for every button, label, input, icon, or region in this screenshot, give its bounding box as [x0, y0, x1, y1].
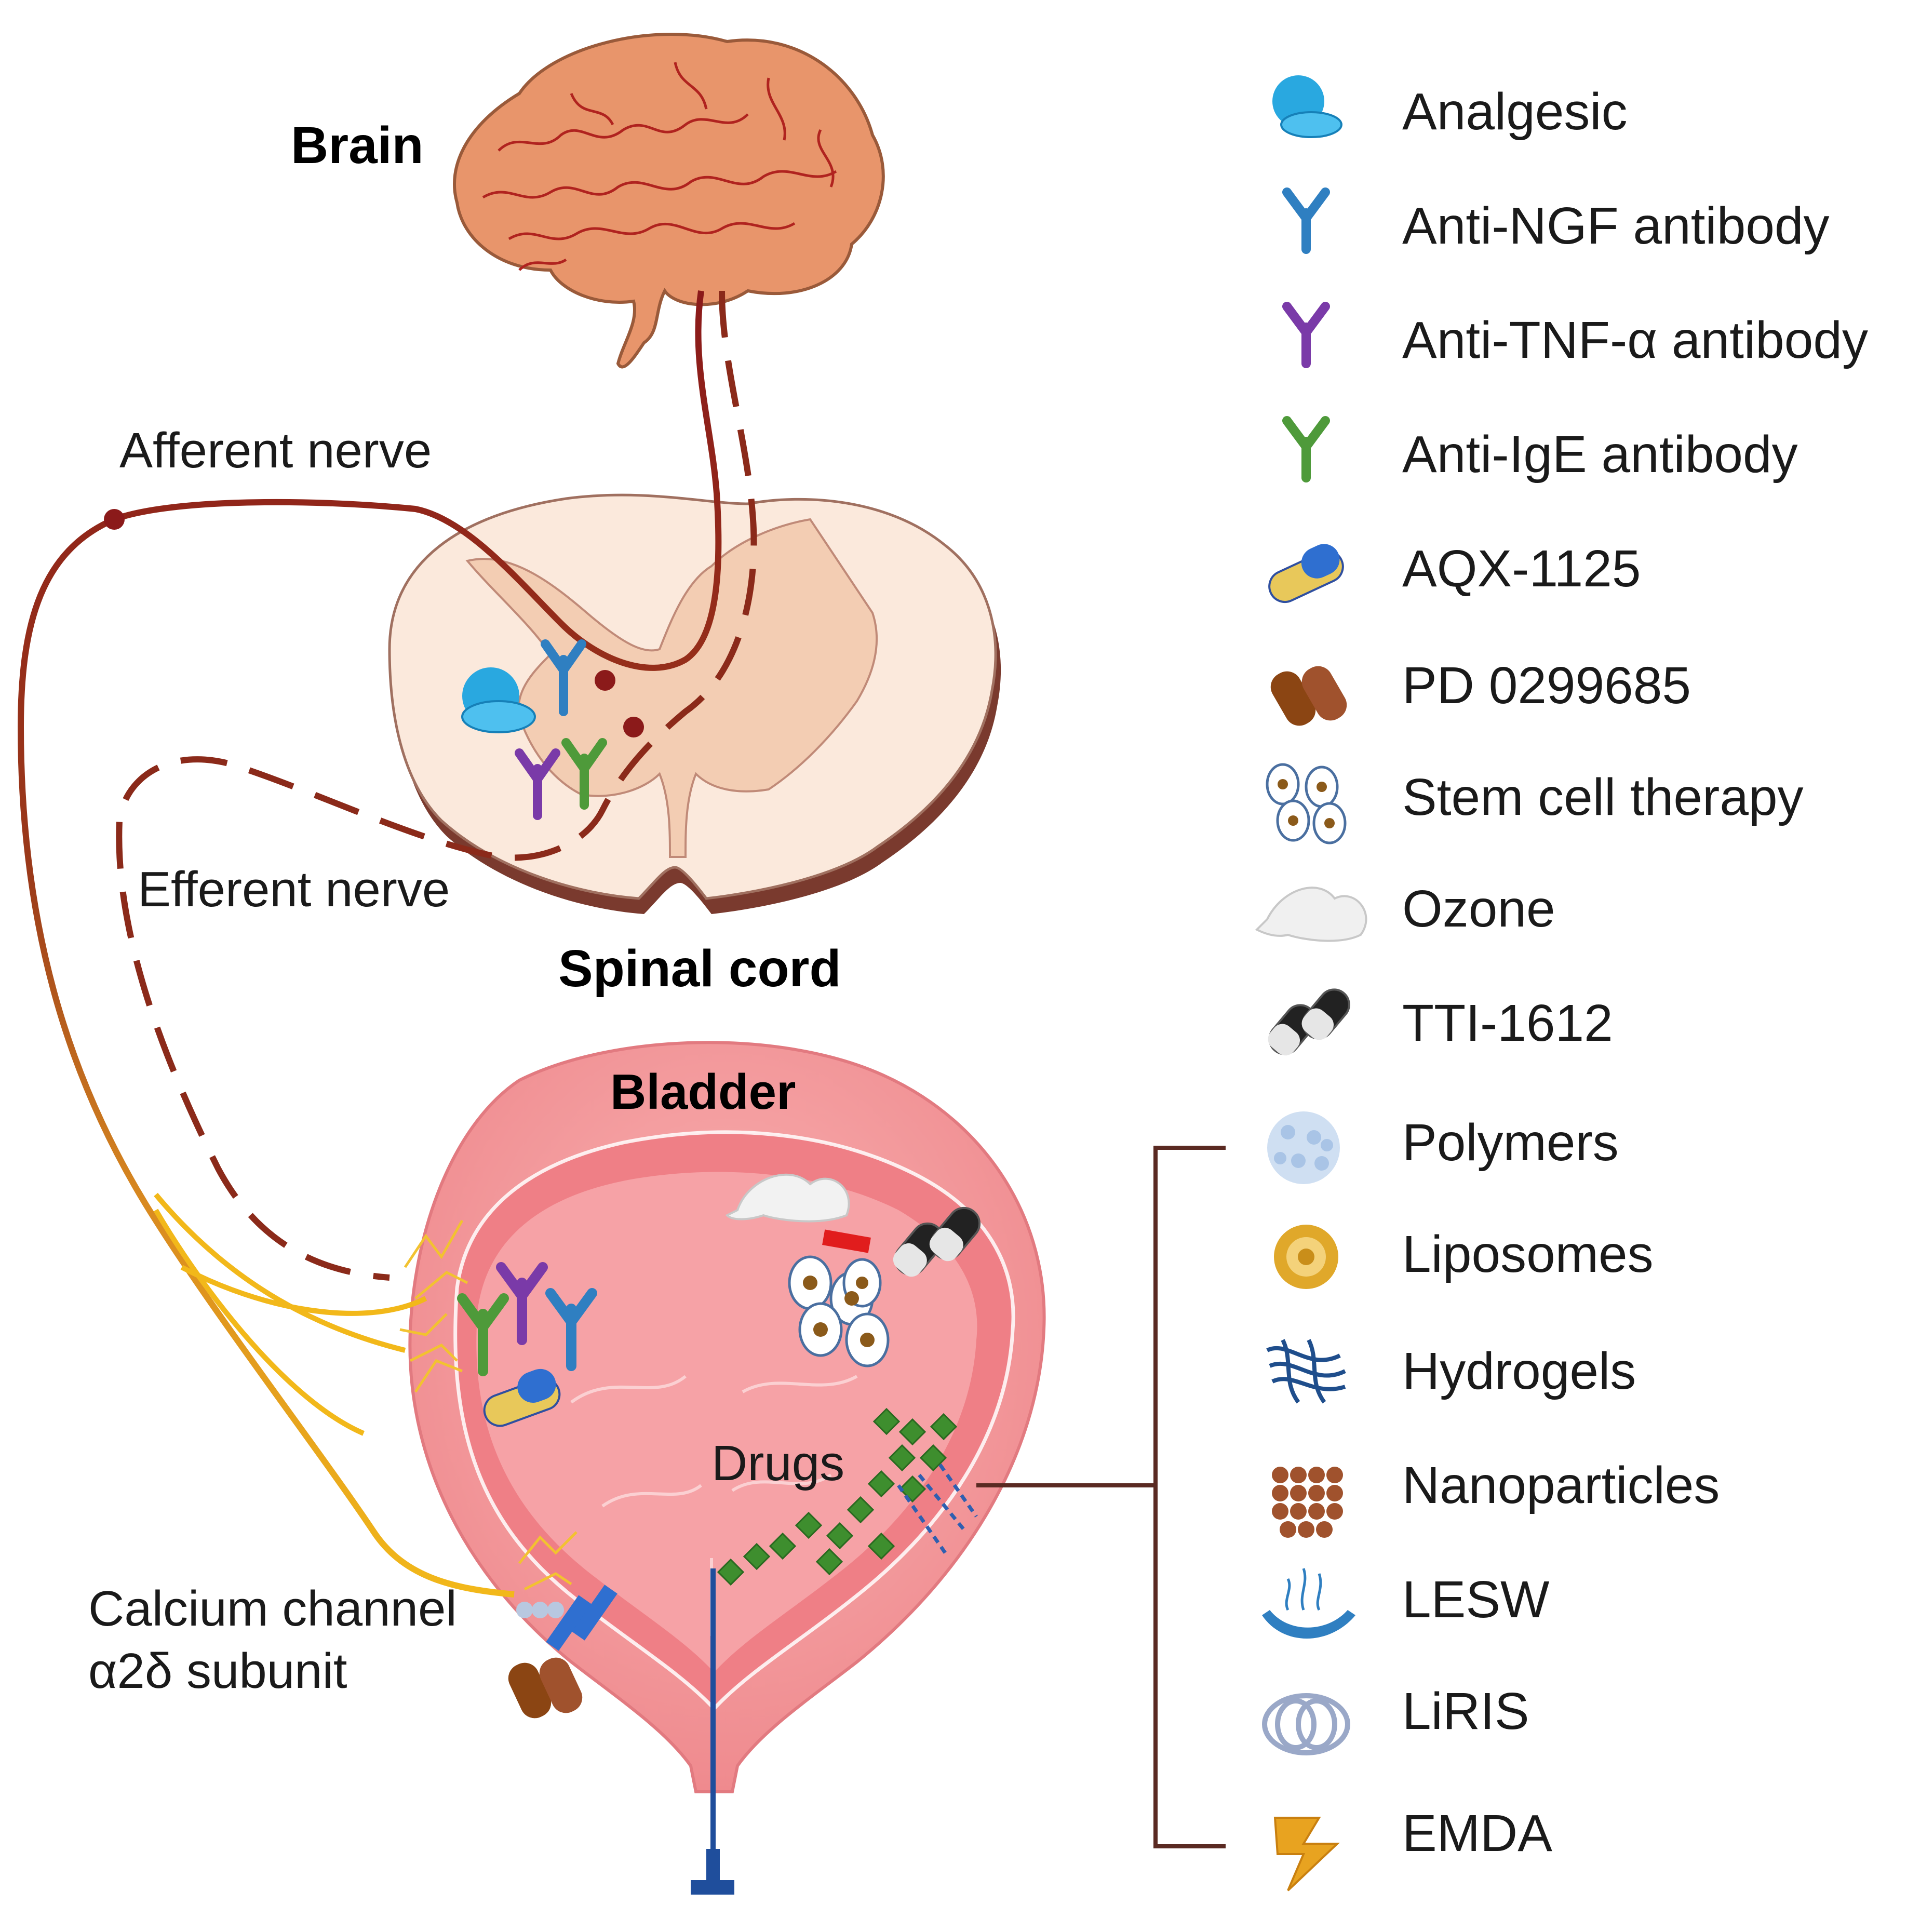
antibody-ige-spinal: [561, 738, 607, 810]
spinal-cord-label: Spinal cord: [558, 940, 841, 998]
efferent-nerve-path: [116, 290, 757, 1281]
ring-icon: [1262, 1693, 1350, 1755]
alpha2delta-subunit-label: α2δ subunit: [88, 1643, 347, 1699]
legend-anti-tnf: Anti-TNF-α antibody: [1402, 311, 1868, 369]
brain-label: Brain: [291, 116, 424, 175]
bladder-label: Bladder: [610, 1064, 796, 1120]
shockwave-icon: [1262, 1568, 1355, 1639]
spinal-cord: [388, 493, 1001, 914]
legend-stem-cell-therapy: Stem cell therapy: [1402, 768, 1804, 826]
capsule-icon: [1268, 544, 1344, 603]
cells-icon: [1266, 763, 1347, 844]
legend-hydrogels: Hydrogels: [1402, 1342, 1636, 1400]
legend-anti-ige: Anti-IgE antibody: [1402, 425, 1798, 484]
antibody-icon: [1282, 416, 1330, 482]
drug-diffusion-arrows: [897, 1463, 978, 1554]
legend-liris: LiRIS: [1402, 1682, 1529, 1740]
legend-icons: [1255, 75, 1367, 1891]
antibody-tnf-spinal: [515, 748, 560, 820]
nerve-endings: [399, 1219, 578, 1591]
drugs-label: Drugs: [711, 1435, 845, 1491]
capsule-icon: [1270, 666, 1347, 726]
legend-liposomes: Liposomes: [1402, 1225, 1654, 1283]
legend-anti-ngf: Anti-NGF antibody: [1402, 197, 1830, 255]
stem-cells-in-bladder: [788, 1255, 890, 1367]
legend-pd-0299685: PD 0299685: [1402, 656, 1691, 715]
legend-ozone: Ozone: [1402, 880, 1555, 938]
brain: [453, 33, 885, 369]
polymer-icon: [1267, 1111, 1340, 1184]
ozone-cloud-in-bladder: [725, 1173, 850, 1223]
legend-emda: EMDA: [1402, 1804, 1552, 1862]
antibodies-in-bladder: [457, 1262, 597, 1376]
cloud-icon: [1255, 887, 1367, 942]
pill-icon: [1272, 75, 1342, 138]
legend-polymers: Polymers: [1402, 1113, 1619, 1172]
calcium-channel: [516, 1585, 617, 1651]
afferent-nerve-path: [17, 290, 722, 1598]
legend-tti-1612: TTI-1612: [1402, 994, 1613, 1052]
legend-lesw: LESW: [1402, 1571, 1550, 1629]
aqx-capsule-in-bladder: [483, 1369, 561, 1427]
capsule-icon: [1268, 988, 1350, 1056]
inhibition-bar: [822, 1229, 871, 1253]
antibody-icon: [1282, 302, 1330, 368]
liposome-icon: [1274, 1225, 1338, 1289]
lightning-icon: [1273, 1817, 1340, 1891]
nanoparticle-icon: [1272, 1467, 1343, 1538]
delivery-bracket: [976, 1146, 1226, 1848]
antibody-icon: [1282, 187, 1330, 254]
pd-capsules-near-bladder: [508, 1657, 583, 1719]
calcium-channel-label: Calcium channel: [88, 1581, 457, 1636]
legend-analgesic: Analgesic: [1402, 83, 1628, 141]
drug-particles-in-bladder: [717, 1407, 958, 1586]
efferent-nerve-label: Efferent nerve: [138, 862, 450, 917]
antibody-ngf-spinal: [541, 639, 586, 716]
legend-aqx-1125: AQX-1125: [1402, 540, 1641, 598]
analgesic-in-spinal-cord: [461, 667, 536, 733]
hydrogel-icon: [1266, 1339, 1346, 1404]
legend-nanoparticles: Nanoparticles: [1402, 1456, 1720, 1514]
tti-capsules-in-bladder: [893, 1206, 981, 1277]
afferent-nerve-label: Afferent nerve: [119, 423, 432, 478]
